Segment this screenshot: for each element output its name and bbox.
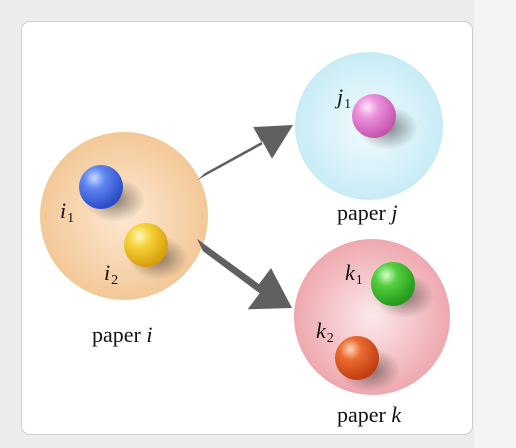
label-j1: j1	[337, 84, 352, 112]
paper-j-label: paper j	[337, 200, 398, 225]
label-k1: k1	[345, 260, 363, 288]
arrow-to-paper-j	[197, 125, 293, 181]
ball-k1	[371, 262, 415, 306]
ball-i2	[124, 223, 168, 267]
ball-i1	[79, 165, 123, 209]
label-k2: k2	[316, 318, 334, 346]
background-band	[474, 0, 516, 448]
ball-k2	[335, 336, 379, 380]
ball-j1	[352, 94, 396, 138]
paper-i-label: paper i	[92, 322, 153, 347]
label-i1: i1	[60, 198, 75, 226]
arrow-to-paper-k	[197, 238, 292, 310]
label-i2: i2	[104, 260, 119, 288]
paper-k-label: paper k	[337, 402, 402, 427]
